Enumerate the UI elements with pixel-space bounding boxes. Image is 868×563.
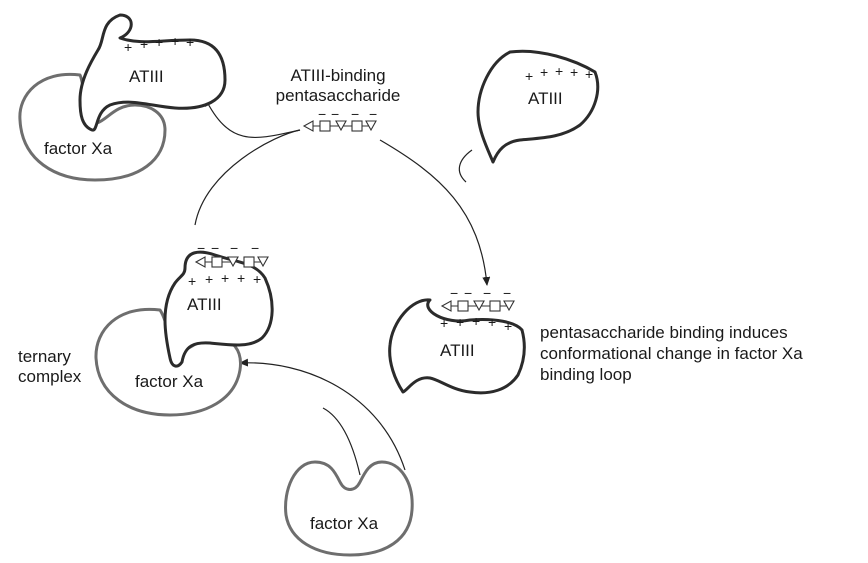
minus-charge: − xyxy=(483,285,491,301)
minus-charge: − xyxy=(450,285,458,301)
ternary-label-line2: complex xyxy=(18,367,82,386)
minus-charge: − xyxy=(503,285,511,301)
atiii-free-label: ATIII xyxy=(528,89,563,108)
minus-charge: − xyxy=(331,106,339,122)
minus-charge: − xyxy=(464,285,472,301)
pentasaccharide-label-line1: ATIII-binding xyxy=(290,66,385,85)
plus-charge: + xyxy=(440,315,448,331)
pentasaccharide-label-line2: pentasaccharide xyxy=(276,86,401,105)
atiii-free-shape xyxy=(476,49,600,164)
plus-charge: + xyxy=(155,34,163,50)
plus-charge: + xyxy=(504,318,512,334)
pentasaccharide: ATIII-binding pentasaccharide − − − − xyxy=(276,66,401,132)
plus-charge: + xyxy=(188,273,196,289)
plus-charges: + xyxy=(124,39,132,55)
plus-charge: + xyxy=(140,36,148,52)
minus-charge: − xyxy=(211,240,219,256)
plus-charge: + xyxy=(525,68,533,84)
factor-xa-released-label: factor Xa xyxy=(44,139,113,158)
minus-charge: − xyxy=(351,106,359,122)
atiii-released-label: ATIII xyxy=(129,67,164,86)
plus-charge: + xyxy=(221,270,229,286)
factor-xa-ternary-label: factor Xa xyxy=(135,372,204,391)
arrow-ternary-to-release xyxy=(194,129,301,226)
atiii-ternary-label: ATIII xyxy=(187,295,222,314)
induces-label-line3: binding loop xyxy=(540,365,632,384)
induces-label-line2: conformational change in factor Xa xyxy=(540,344,803,363)
minus-charge: − xyxy=(318,106,326,122)
sugar-chain-bound xyxy=(441,300,515,312)
atiii-free: + + + + + ATIII xyxy=(476,49,600,164)
plus-charge: + xyxy=(237,270,245,286)
arrow-atiii-joins xyxy=(458,149,473,183)
atiii-bound-shape xyxy=(388,298,526,395)
minus-charge: − xyxy=(369,106,377,122)
ternary-complex: − − − − + + + + + ATIII factor Xa xyxy=(94,240,274,417)
arrow-pentasaccharide-to-binding xyxy=(379,139,491,286)
plus-charge: + xyxy=(472,313,480,329)
arrow-release xyxy=(204,97,301,139)
plus-charge: + xyxy=(186,34,194,50)
plus-charge: + xyxy=(171,33,179,49)
arrow-binding-to-ternary xyxy=(239,358,406,471)
plus-charge: + xyxy=(488,314,496,330)
plus-charge: + xyxy=(456,314,464,330)
arrow-factorxa-joins xyxy=(322,407,361,476)
released-complex: + + + + + ATIII factor Xa xyxy=(18,13,227,182)
minus-charge: − xyxy=(230,240,238,256)
atiii-bound-label: ATIII xyxy=(440,341,475,360)
factor-xa-free-shape xyxy=(284,460,414,557)
factor-xa-free-label: factor Xa xyxy=(310,514,379,533)
sugar-chain-free xyxy=(303,120,377,132)
plus-charge: + xyxy=(555,63,563,79)
factor-xa-free: factor Xa xyxy=(284,460,414,557)
plus-charge: + xyxy=(570,64,578,80)
induces-label-line1: pentasaccharide binding induces xyxy=(540,323,788,342)
ternary-label-line1: ternary xyxy=(18,347,71,366)
plus-charge: + xyxy=(253,271,261,287)
plus-charge: + xyxy=(585,66,593,82)
atiii-pentasaccharide-complex: − − − − + + + + + ATIII xyxy=(388,285,526,395)
atiii-released-shape xyxy=(78,13,227,132)
plus-charge: + xyxy=(205,271,213,287)
plus-charge: + xyxy=(540,64,548,80)
minus-charge: − xyxy=(251,240,259,256)
minus-charge: − xyxy=(197,240,205,256)
